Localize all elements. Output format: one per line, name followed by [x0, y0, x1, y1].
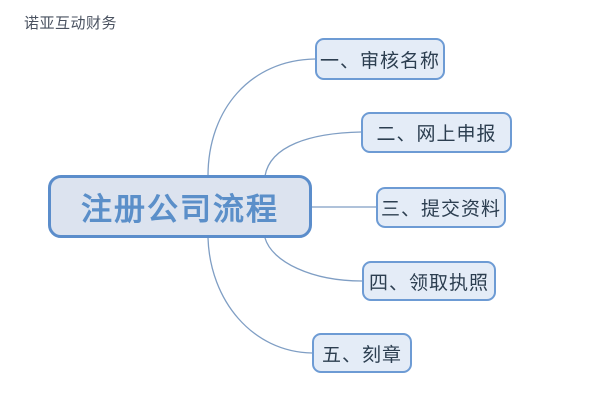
branch-node-1[interactable]: 一、审核名称 [315, 38, 445, 80]
connector-to-branch-4 [264, 237, 363, 282]
branch-node-2[interactable]: 二、网上申报 [361, 112, 512, 153]
central-node[interactable]: 注册公司流程 [48, 175, 312, 238]
branch-node-4[interactable]: 四、领取执照 [362, 261, 496, 301]
branch-node-5[interactable]: 五、刻章 [312, 333, 412, 373]
connector-to-branch-5 [207, 237, 313, 354]
branch-node-3[interactable]: 三、提交资料 [376, 187, 506, 228]
watermark-label: 诺亚互动财务 [24, 15, 118, 32]
connector-to-branch-2 [264, 131, 362, 177]
connector-to-branch-1 [207, 58, 316, 177]
